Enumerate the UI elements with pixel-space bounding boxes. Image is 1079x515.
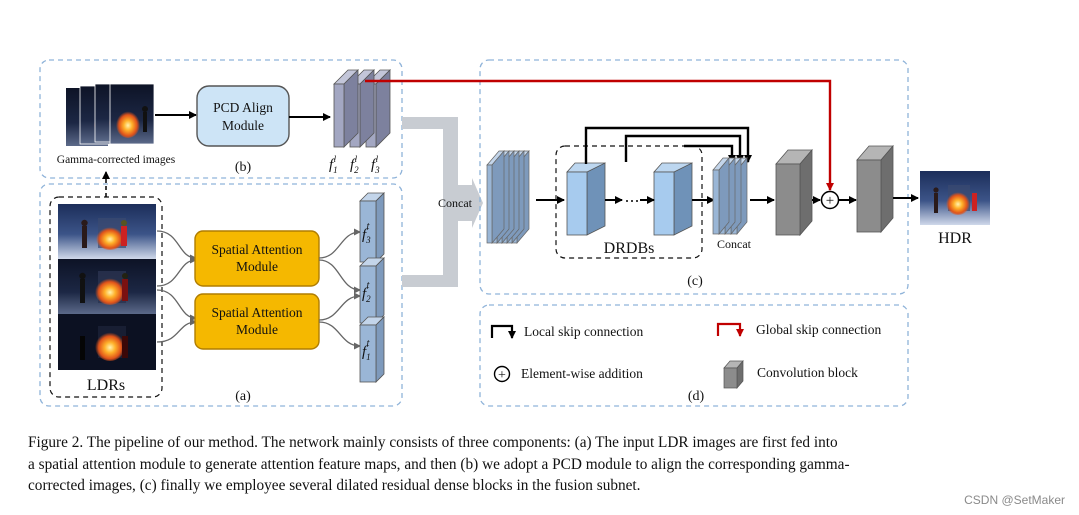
attention-feature-f2 [359, 257, 385, 324]
drdb-ellipsis [626, 200, 638, 202]
aligned-feature-labels: f1l f2l f3l [329, 154, 380, 175]
conv-block-legend-icon [723, 360, 744, 389]
pipeline-diagram: Gamma-corrected images PCD Align Module … [39, 59, 990, 407]
panel-c-label: (c) [687, 274, 703, 289]
svg-text:+: + [826, 193, 834, 209]
inner-concat-feature-stack [712, 157, 748, 235]
ldr-image-2 [58, 259, 156, 314]
svg-text:Global skip connection: Global skip connection [756, 322, 881, 337]
local-skip-legend-icon [490, 324, 516, 339]
concat-main-label: Concat [438, 196, 473, 210]
svg-text:f3l: f3l [371, 154, 380, 175]
svg-text:Convolution block: Convolution block [757, 365, 858, 380]
ldr-to-attention-connectors [156, 230, 197, 343]
panel-d-label: (d) [688, 389, 705, 404]
concat-input-feature-stack [486, 150, 530, 244]
caption-line-1: Figure 2. The pipeline of our method. Th… [28, 434, 838, 451]
panel-a-border [39, 183, 403, 407]
svg-text:f2l: f2l [350, 154, 359, 175]
attention-feature-labels: f3t f2t f1t [362, 221, 371, 362]
sa1-label-line1: Spatial Attention [211, 242, 302, 257]
sa2-label-line1: Spatial Attention [211, 305, 302, 320]
global-skip-legend-icon [716, 322, 744, 337]
convolution-block-2 [856, 144, 894, 234]
concat-merge-arrow [402, 117, 483, 287]
add-legend-icon [493, 365, 511, 383]
svg-text:f1t: f1t [362, 338, 371, 362]
legend-elementwise-add: + Element-wise addition [493, 365, 643, 383]
drdb-block-2 [653, 162, 693, 236]
panel-b-label: (b) [235, 160, 252, 175]
panel-c-border [479, 59, 909, 295]
gamma-corrected-image-stack [66, 83, 155, 146]
pcd-label-line2: Module [222, 118, 264, 133]
pcd-align-module [196, 85, 290, 147]
ldrs-label: LDRs [87, 377, 125, 394]
svg-text:+: + [498, 368, 506, 383]
local-skip-connections [584, 126, 752, 164]
ldr-image-1 [58, 204, 156, 259]
drdb-block-1 [566, 162, 606, 236]
legend-conv-block: Convolution block [723, 360, 858, 389]
attention-feature-f3 [359, 192, 385, 263]
figure-caption: Figure 2. The pipeline of our method. Th… [28, 432, 1038, 497]
element-wise-add-node: + [820, 190, 840, 210]
svg-text:Element-wise addition: Element-wise addition [521, 366, 643, 381]
ldr-image-3 [58, 314, 156, 370]
svg-text:f1l: f1l [329, 154, 338, 175]
concat-inner-label: Concat [717, 237, 752, 251]
legend-global-skip: Global skip connection [716, 322, 881, 337]
hdr-output-image [920, 171, 990, 225]
attention-feature-f1 [359, 316, 385, 383]
pcd-label-line1: PCD Align [213, 100, 273, 115]
svg-text:Local skip connection: Local skip connection [524, 324, 643, 339]
drdbs-group-border [555, 145, 703, 259]
caption-line-2: a spatial attention module to generate a… [28, 455, 850, 473]
sa1-label-line2: Module [236, 259, 278, 274]
hdr-label: HDR [938, 230, 972, 247]
svg-text:f2t: f2t [362, 280, 371, 304]
drdbs-label: DRDBs [604, 240, 655, 257]
sa2-label-line2: Module [236, 322, 278, 337]
gamma-corrected-label: Gamma-corrected images [57, 154, 176, 166]
convolution-block-1 [775, 148, 813, 237]
panel-a-label: (a) [235, 389, 251, 404]
attention-to-feature-connectors [318, 228, 361, 350]
caption-line-3: corrected images, (c) finally we employe… [28, 477, 641, 494]
global-skip-connection [365, 79, 834, 191]
legend-local-skip: Local skip connection [490, 324, 643, 339]
svg-text:f3t: f3t [362, 221, 371, 245]
watermark: CSDN @SetMaker [964, 493, 1065, 507]
